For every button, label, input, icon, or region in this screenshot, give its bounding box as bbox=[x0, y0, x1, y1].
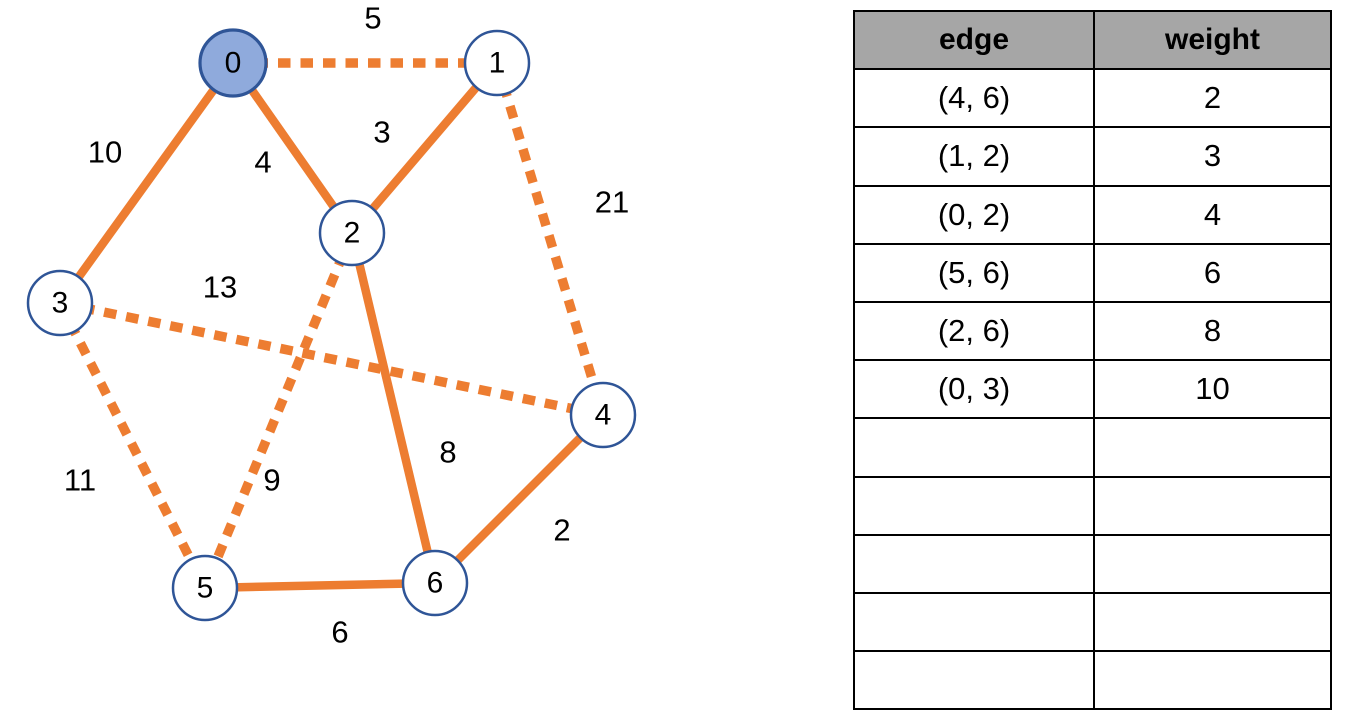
edge-weight-label-2-5: 9 bbox=[263, 463, 280, 498]
edge-weight-table: edge weight (4, 6)2(1, 2)3(0, 2)4(5, 6)6… bbox=[853, 9, 1332, 711]
graph-edge-2-6 bbox=[347, 232, 440, 584]
graph-node-3 bbox=[26, 269, 94, 337]
graph-node-1 bbox=[463, 29, 531, 97]
weight-cell-2: 3 bbox=[1093, 126, 1332, 187]
table-row-6: (0, 3)10 bbox=[853, 359, 1332, 420]
table-row-1: (4, 6)2 bbox=[853, 68, 1332, 129]
edge-cell-3: (0, 2) bbox=[853, 184, 1095, 245]
edge-weight-label-0-1: 5 bbox=[364, 1, 381, 36]
edge-weight-label-2-6: 8 bbox=[439, 435, 456, 470]
edge-weight-label-3-5: 11 bbox=[64, 463, 96, 498]
table-row-7 bbox=[853, 417, 1332, 478]
weight-cell-1: 2 bbox=[1093, 68, 1332, 129]
weight-cell-3: 4 bbox=[1093, 184, 1332, 245]
table-row-8 bbox=[853, 475, 1332, 536]
node-label-3: 3 bbox=[52, 287, 69, 320]
graph-edge-1-4 bbox=[492, 61, 608, 417]
graph-edge-5-6 bbox=[204, 578, 436, 593]
graph-edge-2-5 bbox=[200, 231, 357, 590]
graph-canvas: 5 4 3 10 21 13 11 9 8 2 6 0 1 2 3 4 5 6 bbox=[26, 1, 637, 650]
table-row-5: (2, 6)8 bbox=[853, 300, 1332, 362]
weight-cell-5: 8 bbox=[1093, 300, 1332, 362]
weight-cell-4: 6 bbox=[1093, 242, 1332, 303]
edge-weight-label-1-2: 3 bbox=[373, 115, 390, 150]
table-header-row: edge weight bbox=[853, 9, 1332, 71]
weight-cell-10 bbox=[1093, 591, 1332, 653]
edge-cell-1: (4, 6) bbox=[853, 68, 1095, 129]
weight-cell-9 bbox=[1093, 533, 1332, 594]
weight-cell-11 bbox=[1093, 650, 1332, 711]
graph-node-5 bbox=[171, 554, 239, 622]
graph-node-2 bbox=[318, 199, 386, 267]
table-row-3: (0, 2)4 bbox=[853, 184, 1332, 245]
graph-edge-0-3 bbox=[56, 60, 237, 306]
weight-cell-8 bbox=[1093, 475, 1332, 536]
graph-edge-3-5 bbox=[55, 300, 210, 591]
edge-cell-4: (5, 6) bbox=[853, 242, 1095, 303]
table-row-10 bbox=[853, 591, 1332, 653]
edge-cell-11 bbox=[853, 650, 1095, 711]
table-row-4: (5, 6)6 bbox=[853, 242, 1332, 303]
graph-edge-1-2 bbox=[348, 60, 501, 236]
node-label-0: 0 bbox=[225, 47, 242, 80]
edge-cell-5: (2, 6) bbox=[853, 300, 1095, 362]
node-label-2: 2 bbox=[344, 217, 361, 250]
graph-node-0 bbox=[198, 28, 268, 98]
weight-cell-6: 10 bbox=[1093, 359, 1332, 420]
edge-cell-8 bbox=[853, 475, 1095, 536]
node-label-4: 4 bbox=[595, 399, 612, 432]
weight-column-header: weight bbox=[1093, 9, 1332, 71]
edge-cell-7 bbox=[853, 417, 1095, 478]
edge-cell-6: (0, 3) bbox=[853, 359, 1095, 420]
node-label-5: 5 bbox=[197, 572, 214, 605]
node-label-6: 6 bbox=[427, 567, 444, 600]
edge-weight-label-5-6: 6 bbox=[331, 615, 348, 650]
table-row-11 bbox=[853, 650, 1332, 711]
edge-weight-label-3-4: 13 bbox=[203, 270, 237, 305]
graph-node-6 bbox=[401, 549, 469, 617]
edge-cell-10 bbox=[853, 591, 1095, 653]
table-row-2: (1, 2)3 bbox=[853, 126, 1332, 187]
graph-node-4 bbox=[569, 381, 637, 449]
edge-weight-label-0-2: 4 bbox=[254, 145, 271, 180]
weight-cell-7 bbox=[1093, 417, 1332, 478]
graph-edge-4-6 bbox=[431, 411, 607, 587]
node-label-1: 1 bbox=[489, 47, 506, 80]
edge-weight-label-1-4: 21 bbox=[595, 185, 629, 220]
table-row-9 bbox=[853, 533, 1332, 594]
edge-weight-label-4-6: 2 bbox=[553, 513, 570, 548]
edge-column-header: edge bbox=[853, 9, 1095, 71]
graph-edge-3-4 bbox=[59, 298, 604, 420]
edge-cell-2: (1, 2) bbox=[853, 126, 1095, 187]
edge-cell-9 bbox=[853, 533, 1095, 594]
edge-weight-label-0-3: 10 bbox=[88, 135, 122, 170]
